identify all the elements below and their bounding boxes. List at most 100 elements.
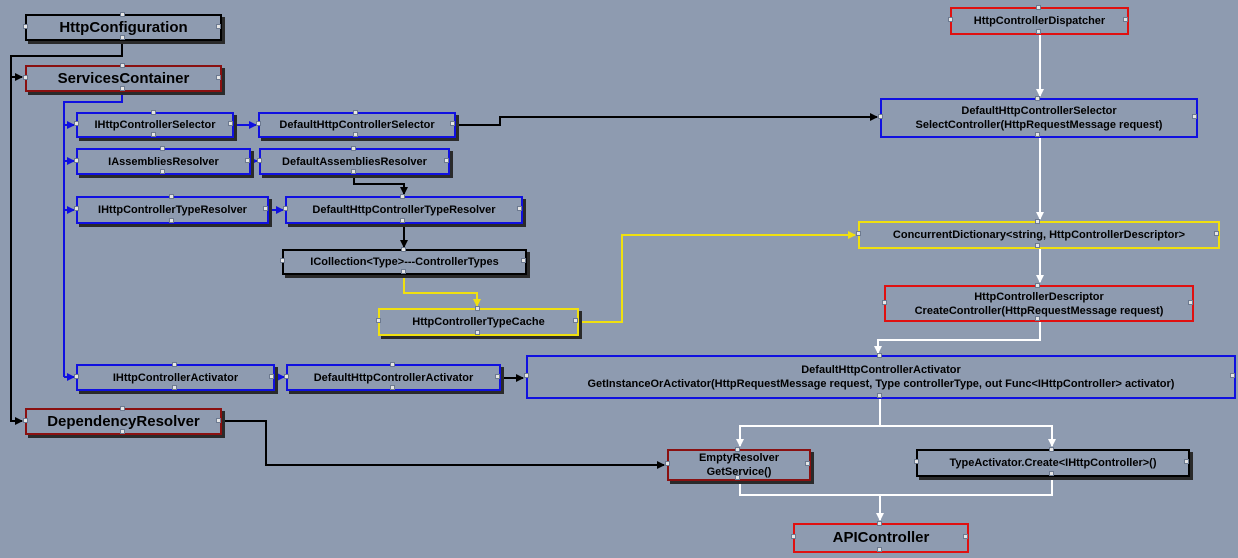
node-connection-handle[interactable] bbox=[1049, 447, 1054, 452]
type-activator-node[interactable]: TypeActivator.Create<IHttpController>() bbox=[914, 447, 1190, 477]
ihttp-controller-type-resolver-node[interactable]: IHttpControllerTypeResolver bbox=[74, 194, 269, 224]
node-connection-handle[interactable] bbox=[400, 218, 405, 223]
default-http-controller-type-resolver-node[interactable]: DefaultHttpControllerTypeResolver bbox=[283, 194, 523, 224]
node-connection-handle[interactable] bbox=[882, 299, 887, 305]
node-connection-handle[interactable] bbox=[856, 231, 861, 236]
default-http-controller-activator-node[interactable]: DefaultHttpControllerActivator bbox=[284, 362, 501, 391]
node-connection-handle[interactable] bbox=[228, 121, 233, 126]
node-connection-handle[interactable] bbox=[1049, 471, 1054, 476]
http-controller-dispatcher-node[interactable]: HttpControllerDispatcher bbox=[948, 5, 1129, 35]
node-connection-handle[interactable] bbox=[914, 459, 919, 464]
node-connection-handle[interactable] bbox=[119, 12, 125, 17]
node-connection-handle[interactable] bbox=[450, 121, 455, 126]
node-connection-handle[interactable] bbox=[948, 17, 953, 22]
node-connection-handle[interactable] bbox=[151, 110, 156, 115]
node-connection-handle[interactable] bbox=[1214, 231, 1219, 236]
node-connection-handle[interactable] bbox=[805, 461, 810, 466]
node-connection-handle[interactable] bbox=[400, 247, 406, 252]
node-connection-handle[interactable] bbox=[376, 318, 381, 323]
node-connection-handle[interactable] bbox=[444, 157, 449, 163]
node-connection-handle[interactable] bbox=[353, 132, 358, 137]
node-connection-handle[interactable] bbox=[877, 521, 882, 526]
node-connection-handle[interactable] bbox=[119, 35, 125, 40]
node-connection-handle[interactable] bbox=[389, 385, 395, 390]
node-connection-handle[interactable] bbox=[353, 110, 358, 115]
node-connection-handle[interactable] bbox=[735, 447, 740, 452]
node-connection-handle[interactable] bbox=[735, 475, 740, 480]
node-connection-handle[interactable] bbox=[216, 417, 221, 423]
node-connection-handle[interactable] bbox=[474, 306, 480, 311]
node-connection-handle[interactable] bbox=[119, 86, 125, 91]
node-connection-handle[interactable] bbox=[269, 373, 274, 379]
node-connection-handle[interactable] bbox=[1035, 5, 1041, 10]
node-connection-handle[interactable] bbox=[283, 206, 288, 211]
node-connection-handle[interactable] bbox=[573, 318, 578, 323]
node-connection-handle[interactable] bbox=[400, 269, 406, 274]
iassemblies-resolver-node[interactable]: IAssembliesResolver bbox=[74, 146, 251, 175]
http-configuration-node[interactable]: HttpConfiguration bbox=[23, 12, 222, 41]
node-connection-handle[interactable] bbox=[791, 534, 796, 539]
node-connection-handle[interactable] bbox=[389, 362, 395, 367]
node-connection-handle[interactable] bbox=[517, 206, 522, 211]
empty-resolver-node[interactable]: EmptyResolver GetService() bbox=[665, 447, 811, 481]
node-connection-handle[interactable] bbox=[350, 169, 356, 174]
node-connection-handle[interactable] bbox=[474, 330, 480, 335]
node-connection-handle[interactable] bbox=[877, 353, 882, 358]
dependency-resolver-node[interactable]: DependencyResolver bbox=[23, 406, 222, 435]
node-connection-handle[interactable] bbox=[1035, 132, 1040, 137]
node-connection-handle[interactable] bbox=[119, 429, 125, 434]
node-connection-handle[interactable] bbox=[284, 373, 289, 379]
concurrent-dictionary-node[interactable]: ConcurrentDictionary<string, HttpControl… bbox=[856, 219, 1220, 249]
node-connection-handle[interactable] bbox=[23, 74, 28, 80]
node-connection-handle[interactable] bbox=[171, 385, 177, 390]
ihttp-controller-selector-node[interactable]: IHttpControllerSelector bbox=[74, 110, 234, 138]
node-connection-handle[interactable] bbox=[216, 74, 221, 80]
api-controller-node[interactable]: APIController bbox=[791, 521, 969, 553]
node-connection-handle[interactable] bbox=[151, 132, 156, 137]
node-connection-handle[interactable] bbox=[23, 23, 28, 29]
node-connection-handle[interactable] bbox=[877, 393, 882, 398]
node-connection-handle[interactable] bbox=[256, 121, 261, 126]
node-connection-handle[interactable] bbox=[524, 373, 529, 378]
selector-method-node[interactable]: DefaultHttpControllerSelector SelectCont… bbox=[878, 96, 1198, 138]
http-controller-type-cache-node[interactable]: HttpControllerTypeCache bbox=[376, 306, 579, 336]
node-connection-handle[interactable] bbox=[159, 146, 165, 151]
node-connection-handle[interactable] bbox=[1035, 219, 1040, 224]
node-connection-handle[interactable] bbox=[216, 23, 221, 29]
node-connection-handle[interactable] bbox=[1192, 114, 1197, 119]
services-container-node[interactable]: ServicesContainer bbox=[23, 63, 222, 92]
node-connection-handle[interactable] bbox=[877, 547, 882, 552]
default-http-controller-selector-node[interactable]: DefaultHttpControllerSelector bbox=[256, 110, 456, 138]
node-connection-handle[interactable] bbox=[1035, 283, 1040, 288]
node-connection-handle[interactable] bbox=[119, 63, 125, 68]
node-connection-handle[interactable] bbox=[1123, 17, 1128, 22]
node-connection-handle[interactable] bbox=[1230, 373, 1235, 378]
activator-method-node[interactable]: DefaultHttpControllerActivator GetInstan… bbox=[524, 353, 1236, 399]
node-connection-handle[interactable] bbox=[23, 417, 28, 423]
node-connection-handle[interactable] bbox=[168, 218, 174, 223]
node-connection-handle[interactable] bbox=[257, 157, 262, 163]
node-connection-handle[interactable] bbox=[521, 258, 526, 263]
node-connection-handle[interactable] bbox=[350, 146, 356, 151]
node-connection-handle[interactable] bbox=[168, 194, 174, 199]
node-connection-handle[interactable] bbox=[74, 121, 79, 126]
node-connection-handle[interactable] bbox=[1035, 243, 1040, 248]
node-connection-handle[interactable] bbox=[245, 157, 250, 163]
ihttp-controller-activator-node[interactable]: IHttpControllerActivator bbox=[74, 362, 275, 391]
node-connection-handle[interactable] bbox=[263, 206, 268, 211]
node-connection-handle[interactable] bbox=[495, 373, 500, 379]
node-connection-handle[interactable] bbox=[878, 114, 883, 119]
node-connection-handle[interactable] bbox=[665, 461, 670, 466]
node-connection-handle[interactable] bbox=[1184, 459, 1189, 464]
node-connection-handle[interactable] bbox=[1188, 299, 1193, 305]
node-connection-handle[interactable] bbox=[159, 169, 165, 174]
node-connection-handle[interactable] bbox=[1035, 316, 1040, 321]
icollection-controller-types-node[interactable]: ICollection<Type>---ControllerTypes bbox=[280, 247, 527, 275]
http-controller-descriptor-node[interactable]: HttpControllerDescriptor CreateControlle… bbox=[882, 283, 1194, 322]
default-assemblies-resolver-node[interactable]: DefaultAssembliesResolver bbox=[257, 146, 450, 175]
node-connection-handle[interactable] bbox=[1035, 29, 1041, 34]
node-connection-handle[interactable] bbox=[74, 206, 79, 211]
node-connection-handle[interactable] bbox=[119, 406, 125, 411]
node-connection-handle[interactable] bbox=[280, 258, 285, 263]
node-connection-handle[interactable] bbox=[400, 194, 405, 199]
